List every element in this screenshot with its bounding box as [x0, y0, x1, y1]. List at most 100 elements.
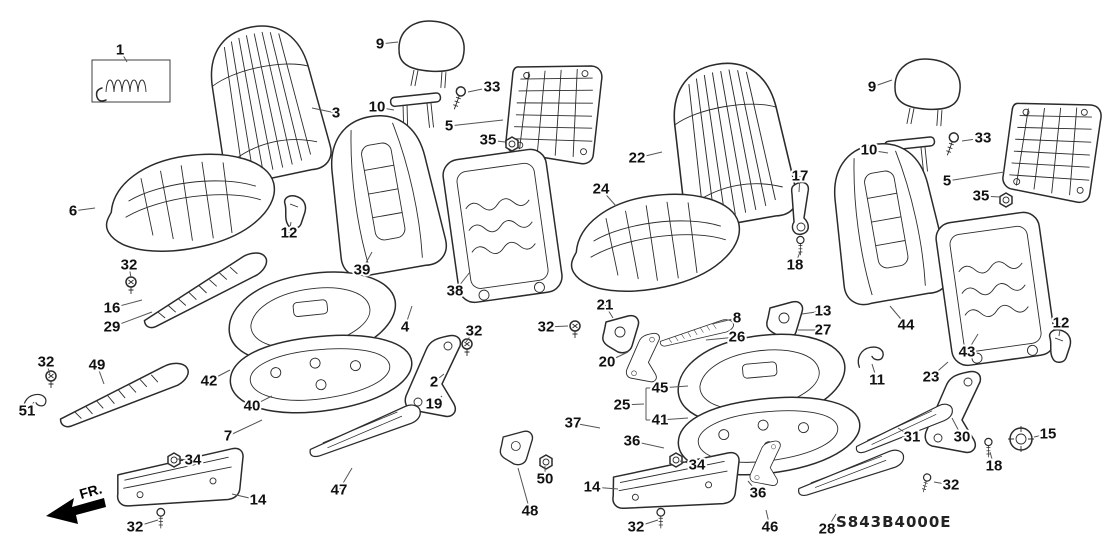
leader-line [606, 351, 629, 363]
part-number-21: 21 [597, 297, 614, 314]
part-number-34: 34 [689, 457, 706, 474]
part-number-44: 44 [898, 317, 915, 334]
part-number-14: 14 [584, 479, 601, 496]
part-number-32: 32 [121, 257, 138, 274]
nut-34-right [669, 452, 683, 468]
clip-nut-35-left [505, 136, 519, 152]
seat-back-pad-left [317, 106, 451, 281]
part-number-23: 23 [923, 369, 940, 386]
part-number-8: 8 [733, 310, 741, 327]
part-number-32: 32 [38, 354, 55, 371]
bolt-32-a [125, 276, 137, 295]
seat-back-frame-right [933, 209, 1058, 369]
part-number-43: 43 [959, 344, 976, 361]
leader-line [379, 41, 399, 45]
screw-32-d [156, 507, 166, 530]
leader-line [961, 137, 984, 142]
leader-line [111, 299, 143, 309]
leader-line [801, 310, 824, 315]
part-number-16: 16 [104, 300, 121, 317]
part-number-33: 33 [975, 130, 992, 147]
leader-line [454, 271, 471, 292]
screw-18-a [796, 235, 805, 256]
leader-line [45, 361, 51, 375]
part-number-32: 32 [628, 519, 645, 536]
seat-cushion-left [101, 148, 280, 257]
bolt-32-c [45, 370, 57, 389]
leader-line [338, 467, 353, 491]
headrest-left [395, 18, 467, 91]
part-number-35: 35 [480, 132, 497, 149]
leader-line [572, 422, 601, 429]
part-number-18: 18 [787, 257, 804, 274]
leader-line [711, 317, 738, 325]
part-number-17: 17 [792, 168, 809, 185]
leader-line [134, 519, 159, 528]
part-number-24: 24 [593, 181, 610, 198]
leader-line [433, 373, 445, 383]
part-number-38: 38 [447, 283, 464, 300]
reclining-knob-15 [1007, 425, 1035, 453]
leader-line [227, 419, 263, 437]
leader-line [946, 171, 1005, 182]
part-number-14: 14 [250, 492, 267, 509]
recliner-cover-right [1048, 329, 1072, 364]
leader-line [989, 451, 995, 467]
leader-line [208, 369, 231, 382]
part-number-27: 27 [815, 322, 832, 339]
leader-line [765, 509, 771, 528]
part-number-25: 25 [614, 397, 631, 414]
leader-line [897, 427, 913, 438]
part-number-36: 36 [750, 485, 767, 502]
leader-line [591, 486, 619, 490]
leader-line [966, 333, 979, 353]
leader-line [433, 395, 443, 405]
nut-50 [539, 454, 553, 470]
part-number-51: 51 [19, 403, 36, 420]
part-number-20: 20 [599, 354, 616, 371]
fr-label: FR. [78, 480, 104, 502]
leader-line [311, 107, 337, 114]
leader-line [679, 460, 698, 466]
leader-line [376, 106, 395, 111]
leader-line [705, 336, 738, 341]
part-number-36: 36 [624, 433, 641, 450]
part-number-40: 40 [244, 398, 261, 415]
part-number-37: 37 [565, 415, 582, 432]
part-number-7: 7 [224, 428, 232, 445]
part-number-15: 15 [1040, 426, 1057, 443]
part-number-18: 18 [986, 458, 1003, 475]
hook-11 [857, 346, 884, 368]
part-number-32: 32 [943, 477, 960, 494]
leader-line [621, 403, 645, 406]
leader-line [128, 264, 132, 279]
leader-line [871, 79, 893, 88]
leader-line [119, 49, 128, 63]
part-number-6: 6 [69, 203, 77, 220]
nut-34-left [167, 452, 181, 468]
leader-line [930, 361, 949, 378]
part-number-32: 32 [538, 319, 555, 336]
part-number-26: 26 [729, 329, 746, 346]
part-number-48: 48 [522, 503, 539, 520]
leader-line [467, 86, 493, 93]
part-number-45: 45 [652, 380, 669, 397]
seat-cushion-right [566, 188, 745, 297]
part-number-31: 31 [904, 429, 921, 446]
leader-line [631, 440, 665, 449]
leader-line [111, 311, 153, 328]
leader-line [659, 417, 689, 421]
screw-33-right [942, 130, 961, 158]
part-number-41: 41 [652, 412, 669, 429]
bolt-32-e [569, 320, 581, 339]
leader-line [951, 417, 963, 438]
seat-back-frame-left [440, 146, 565, 306]
seat-back-board-left [503, 59, 604, 166]
part-number-30: 30 [954, 429, 971, 446]
part-number-49: 49 [89, 357, 106, 374]
part-number-13: 13 [815, 303, 832, 320]
part-number-47: 47 [331, 482, 348, 499]
leader-lines [26, 41, 1062, 530]
